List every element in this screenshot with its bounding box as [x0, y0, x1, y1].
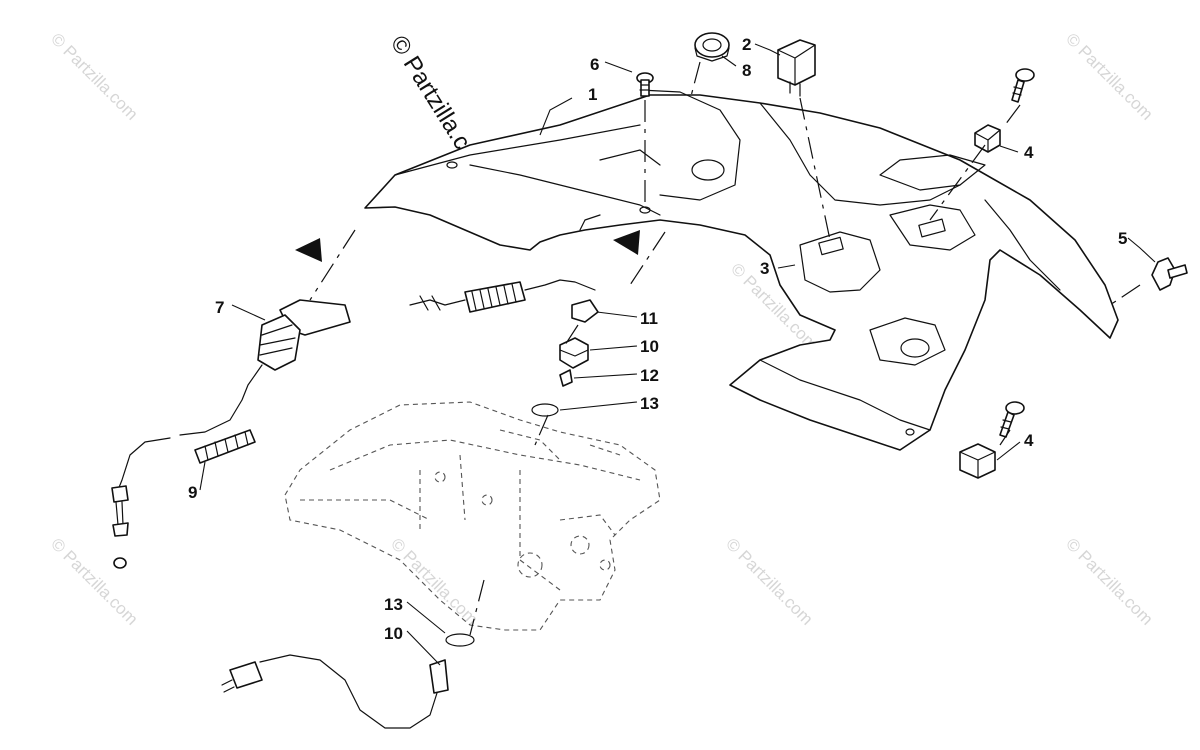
callout-1: 1	[588, 85, 597, 104]
callout-13-lower: 13	[384, 595, 403, 614]
tether-spring	[409, 279, 599, 323]
callout-12: 12	[640, 366, 659, 385]
screw-lower	[999, 401, 1025, 438]
cable-sleeve	[194, 429, 256, 464]
callout-10-lower: 10	[384, 624, 403, 643]
watermark-bottom-right: © Partzilla.com	[1062, 534, 1156, 628]
watermark-top-right: © Partzilla.com	[1062, 29, 1156, 123]
direction-arrow-middle	[613, 230, 640, 255]
ignition-switch	[111, 299, 351, 569]
push-rivet	[1151, 257, 1188, 291]
small-screw	[559, 369, 573, 387]
watermark-top-left: © Partzilla.com	[47, 29, 141, 123]
clip-nut-lower	[959, 443, 996, 479]
rubber-cap	[559, 337, 589, 369]
grommet-ring	[694, 32, 730, 62]
watermark-bottom-left: © Partzilla.com	[47, 534, 141, 628]
callout-labels: 1 2 3 4 4 5 6 7 8 9 10 10 11 12 13 13	[188, 35, 1127, 643]
callout-2: 2	[742, 35, 751, 54]
o-ring-lower	[445, 633, 475, 647]
clip-nut-upper	[974, 124, 1001, 153]
screw-upper	[1011, 68, 1035, 103]
callout-4-upper: 4	[1024, 143, 1034, 162]
callout-7: 7	[215, 298, 224, 317]
steering-housing-outline	[284, 401, 661, 631]
tether-switch-harness	[221, 654, 449, 729]
callout-5: 5	[1118, 229, 1127, 248]
callout-13-upper: 13	[640, 394, 659, 413]
assembly-lines	[309, 61, 1141, 636]
callout-10-upper: 10	[640, 337, 659, 356]
callout-6: 6	[590, 55, 599, 74]
callout-9: 9	[188, 483, 197, 502]
direction-arrow-left	[295, 238, 322, 262]
callout-11: 11	[640, 309, 658, 328]
top-cover	[364, 89, 1119, 451]
o-ring-upper	[531, 403, 559, 417]
watermark-bottom-center-left: © Partzilla.com	[387, 534, 481, 628]
callout-4-lower: 4	[1024, 431, 1034, 450]
watermark-bottom-center-right: © Partzilla.com	[722, 534, 816, 628]
callout-leaders	[199, 43, 1156, 666]
bolt-6	[636, 72, 654, 97]
rocker-switch	[777, 39, 816, 97]
callout-3: 3	[760, 259, 769, 278]
callout-8: 8	[742, 61, 751, 80]
